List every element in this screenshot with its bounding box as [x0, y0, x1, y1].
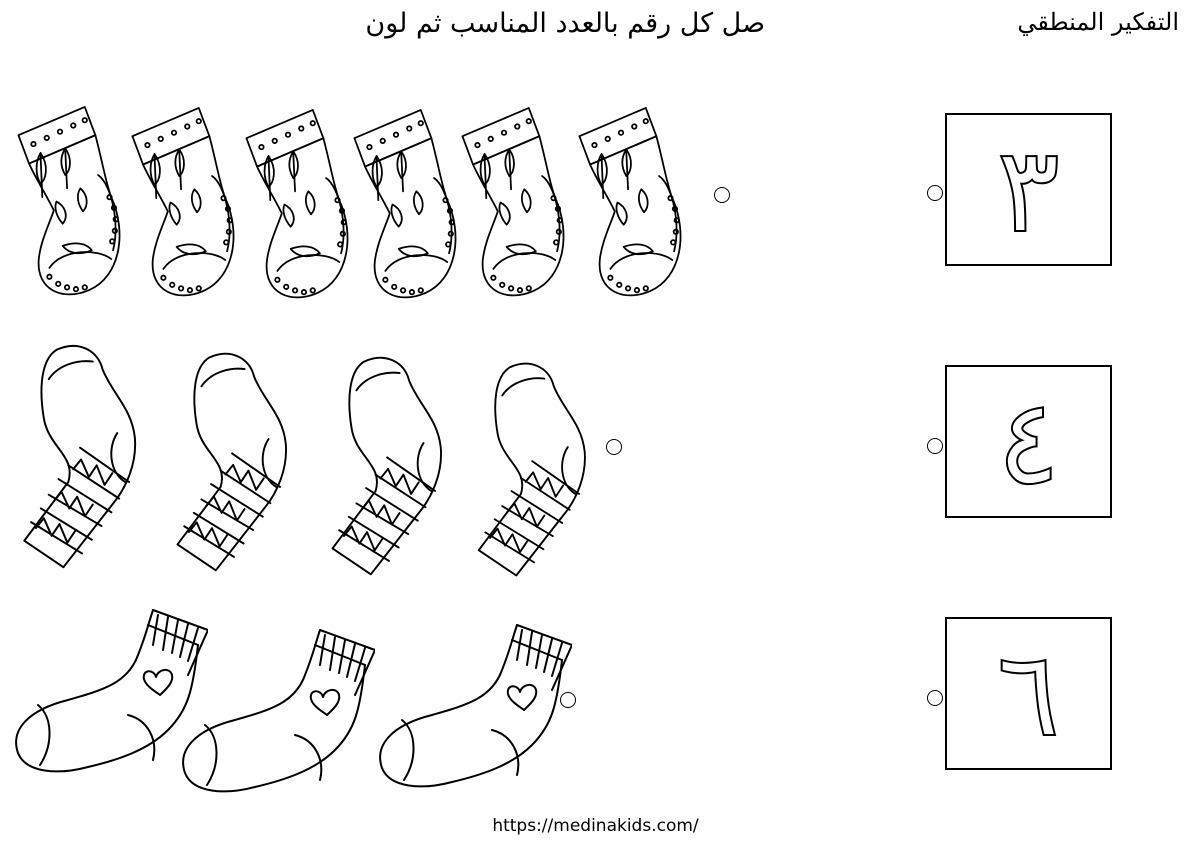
instruction-text: صل كل رقم بالعدد المناسب ثم لون: [365, 8, 765, 39]
digit-label-3: ٦: [996, 624, 1061, 763]
digit-label-1: ٣: [996, 120, 1061, 259]
number-box-2: ٤: [945, 365, 1112, 518]
category-title: التفكير المنطقي: [1017, 8, 1179, 36]
number-connect-dot-2[interactable]: [927, 438, 943, 454]
group-connect-dot-1[interactable]: [714, 187, 730, 203]
number-connect-dot-3[interactable]: [927, 690, 943, 706]
group-connect-dot-3[interactable]: [560, 692, 576, 708]
number-connect-dot-1[interactable]: [927, 185, 943, 201]
number-box-3: ٦: [945, 617, 1112, 770]
number-box-1: ٣: [945, 113, 1112, 266]
group-connect-dot-2[interactable]: [606, 439, 622, 455]
website-url: https://medinakids.com/: [492, 816, 699, 836]
digit-label-2: ٤: [996, 372, 1061, 511]
